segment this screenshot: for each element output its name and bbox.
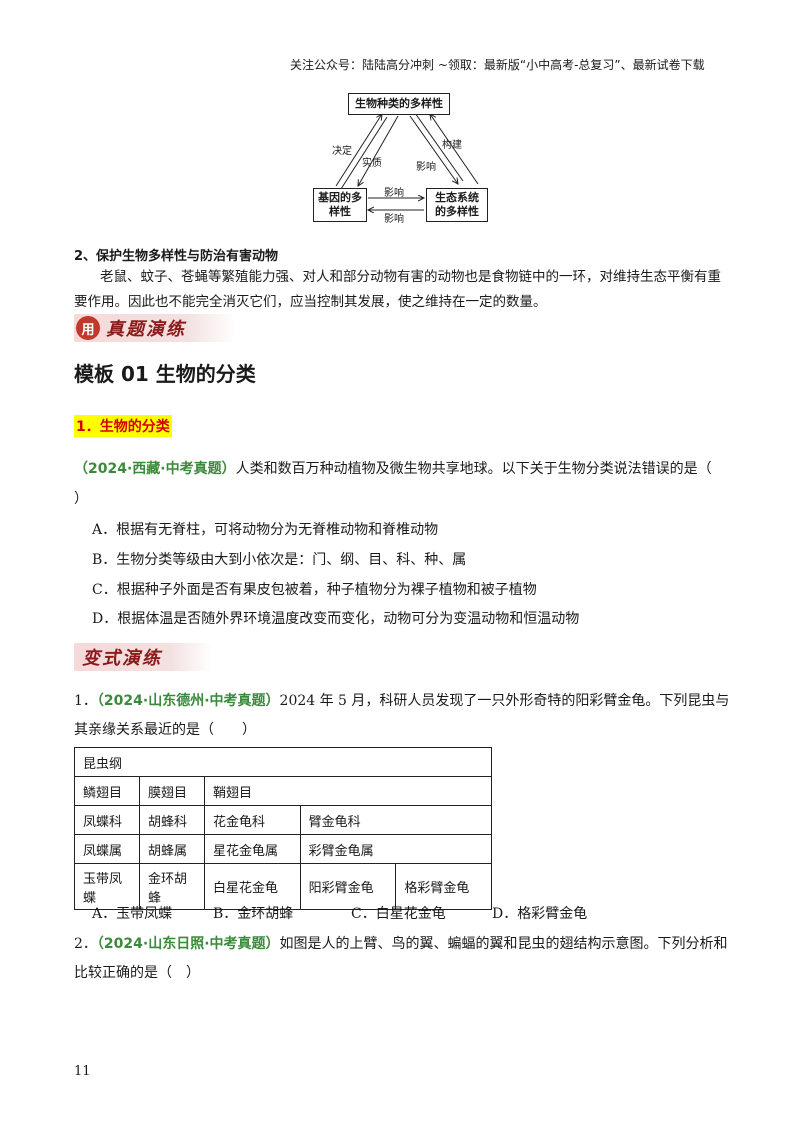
question-stem-end: ） [74,491,88,507]
diagram-arrows [335,112,479,238]
table-cell: 鳞翅目 [74,776,140,806]
table-cell: 昆虫纲 [74,747,492,777]
label-build: 构建 [442,140,462,151]
question-source: （2024·山东德州·中考真题） [96,693,280,709]
question-stem: 人类和数百万种动植物及微生物共享地球。以下关于生物分类说法错误的是（ [235,461,712,477]
label-influence-right: 影响 [416,162,436,173]
subheading-highlight: 1．生物的分类 [74,415,172,437]
banner-real-exam: 用 真题演练 [74,314,236,342]
label-decide: 决定 [332,146,352,157]
table-cell: 花金龟科 [204,805,301,835]
table-cell: 膜翅目 [139,776,205,806]
diagram-right-box: 生态系统的多样性 [426,188,488,222]
banner-variant: 变式演练 [74,643,212,671]
question-dezhou: 1．（2024·山东德州·中考真题）2024 年 5 月，科研人员发现了一只外形… [74,687,734,745]
table-row: 玉带凤蝶 金环胡蜂 白星花金龟 阳彩臂金龟 格彩臂金龟 [74,863,492,910]
section-paragraph: 老鼠、蚊子、苍蝇等繁殖能力强、对人和部分动物有害的动物也是食物链中的一环，对维持… [74,269,721,310]
table-cell: 胡蜂科 [139,805,205,835]
question-rizhao: 2．（2024·山东日照·中考真题）如图是人的上臂、鸟的翼、蝙蝠的翼和昆虫的翅结… [74,930,734,988]
label-essence: 实质 [362,158,382,169]
table-row: 鳞翅目 膜翅目 鞘翅目 [74,776,492,806]
q1-option-d: D．格彩臂金龟 [492,906,588,922]
question-number: 2． [74,936,97,952]
table-cell: 臂金龟科 [299,805,493,835]
table-cell: 胡蜂属 [139,834,205,864]
insect-classification-table: 昆虫纲 鳞翅目 膜翅目 鞘翅目 凤蝶科 胡蜂科 花金龟科 臂金龟科 凤蝶属 胡蜂… [74,747,493,910]
question-source: （2024·西藏·中考真题） [74,461,236,477]
table-cell: 金环胡蜂 [139,863,205,910]
option-a: A．根据有无脊柱，可将动物分为无脊椎动物和脊椎动物 [92,522,439,538]
option-b: B．生物分类等级由大到小依次是：门、纲、目、科、种、属 [92,552,467,568]
q1-option-b: B．金环胡蜂 [213,906,294,922]
table-cell: 玉带凤蝶 [74,863,140,910]
question-stem: 如图是人的上臂、鸟的翼、蝙蝠的翼和昆虫的翅结构示意图。下列分析和比较正确的是（ … [74,936,728,981]
table-cell: 格彩臂金龟 [395,863,492,910]
table-cell: 星花金龟属 [204,834,301,864]
option-c: C．根据种子外面是否有果皮包被着，种子植物分为裸子植物和被子植物 [92,582,537,598]
section-title: 2、保护生物多样性与防治有害动物 [74,249,279,264]
q1-option-a: A．玉带凤蝶 [92,906,173,922]
table-row: 凤蝶属 胡蜂属 星花金龟属 彩臂金龟属 [74,834,493,864]
diagram-top-box: 生物种类的多样性 [348,93,450,115]
question-stem: 2024 年 5 月，科研人员发现了一只外形奇特的阳彩臂金龟。下列昆虫与其亲缘关… [74,693,730,738]
table-cell: 凤蝶属 [74,834,140,864]
option-d: D．根据体温是否随外界环境温度改变而变化，动物可分为变温动物和恒温动物 [92,611,580,627]
banner-text: 变式演练 [82,648,162,669]
table-cell: 凤蝶科 [74,805,140,835]
question-xizang: （2024·西藏·中考真题）人类和数百万种动植物及微生物共享地球。以下关于生物分… [74,458,734,480]
diagram-left-box: 基因的多样性 [313,188,367,222]
page-number: 11 [74,1064,91,1079]
table-row: 昆虫纲 [74,747,492,777]
table-row: 凤蝶科 胡蜂科 花金龟科 臂金龟科 [74,805,493,835]
template-title: 模板 01 生物的分类 [74,362,256,386]
page-header: 关注公众号：陆陆高分冲刺 ~领取：最新版“小中高考-总复习”、最新试卷下载 [290,58,705,72]
label-influence-bottom-2: 影响 [384,214,404,225]
question-source: （2024·山东日照·中考真题） [96,936,280,952]
banner-icon: 用 [76,316,100,340]
banner-text: 真题演练 [106,319,186,340]
table-cell: 鞘翅目 [204,776,492,806]
table-cell: 白星花金龟 [204,863,301,910]
question-number: 1． [74,693,97,709]
table-cell: 彩臂金龟属 [299,834,493,864]
q1-option-c: C．白星花金龟 [351,906,446,922]
biodiversity-diagram: 生物种类的多样性 基因的多样性 生态系统的多样性 决定 实质 构建 影响 影响 … [300,88,520,238]
table-cell: 阳彩臂金龟 [299,863,397,910]
label-influence-bottom-1: 影响 [384,188,404,199]
